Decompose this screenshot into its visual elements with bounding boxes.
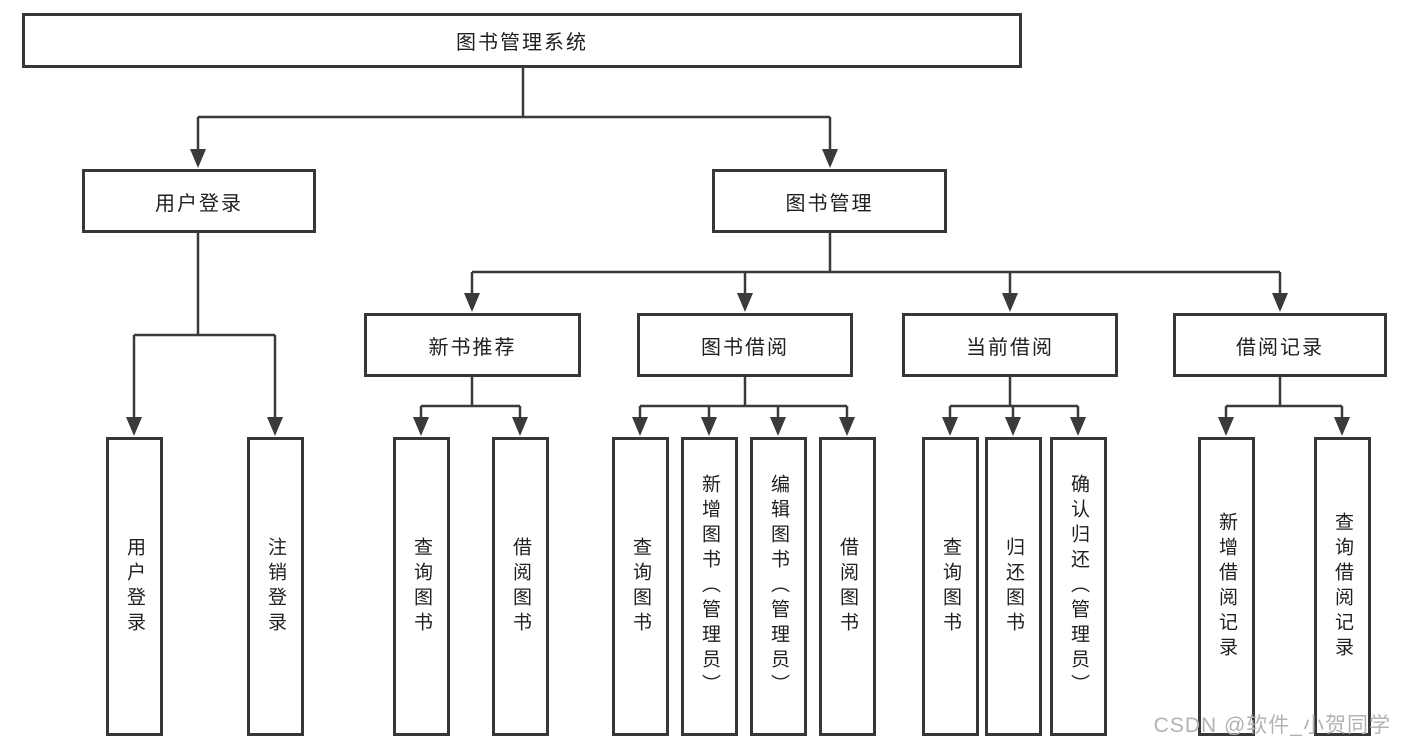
node-new-book-recommend: 新书推荐	[364, 313, 581, 377]
node-label: 确认归还（管理员）	[1068, 474, 1089, 699]
node-label: 查询图书	[411, 536, 432, 637]
node-book-management: 图书管理	[712, 169, 947, 233]
leaf-query-books: 查询图书	[393, 437, 450, 736]
node-book-borrowing: 图书借阅	[637, 313, 853, 377]
leaf-borrow-books: 借阅图书	[819, 437, 876, 736]
node-label: 用户登录	[124, 536, 145, 637]
node-label: 新增图书（管理员）	[699, 474, 720, 699]
leaf-query-borrow-record: 查询借阅记录	[1314, 437, 1371, 736]
node-borrow-records: 借阅记录	[1173, 313, 1387, 377]
node-label: 借阅图书	[510, 536, 531, 637]
leaf-add-borrow-record: 新增借阅记录	[1198, 437, 1255, 736]
leaf-user-login: 用户登录	[106, 437, 163, 736]
node-label: 图书管理	[785, 192, 874, 215]
node-user-login: 用户登录	[82, 169, 316, 233]
leaf-edit-book-admin: 编辑图书（管理员）	[750, 437, 807, 736]
leaf-query-books: 查询图书	[922, 437, 979, 736]
node-label: 编辑图书（管理员）	[768, 474, 789, 699]
node-label: 归还图书	[1003, 536, 1024, 637]
leaf-borrow-books: 借阅图书	[492, 437, 549, 736]
leaf-add-book-admin: 新增图书（管理员）	[681, 437, 738, 736]
node-label: 新增借阅记录	[1216, 511, 1237, 662]
node-library-system: 图书管理系统	[22, 13, 1022, 68]
leaf-confirm-return-admin: 确认归还（管理员）	[1050, 437, 1107, 736]
leaf-query-books: 查询图书	[612, 437, 669, 736]
node-label: 借阅记录	[1236, 336, 1324, 359]
node-label: 新书推荐	[428, 336, 517, 359]
node-label: 用户登录	[155, 192, 243, 215]
node-label: 借阅图书	[837, 536, 858, 637]
node-label: 查询借阅记录	[1332, 511, 1353, 662]
node-current-borrowing: 当前借阅	[902, 313, 1118, 377]
node-label: 查询图书	[940, 536, 961, 637]
node-label: 当前借阅	[966, 336, 1054, 359]
leaf-logout: 注销登录	[247, 437, 304, 736]
node-label: 图书管理系统	[456, 32, 588, 54]
leaf-return-books: 归还图书	[985, 437, 1042, 736]
node-label: 注销登录	[265, 536, 286, 637]
node-label: 图书借阅	[701, 336, 789, 359]
node-label: 查询图书	[630, 536, 651, 637]
